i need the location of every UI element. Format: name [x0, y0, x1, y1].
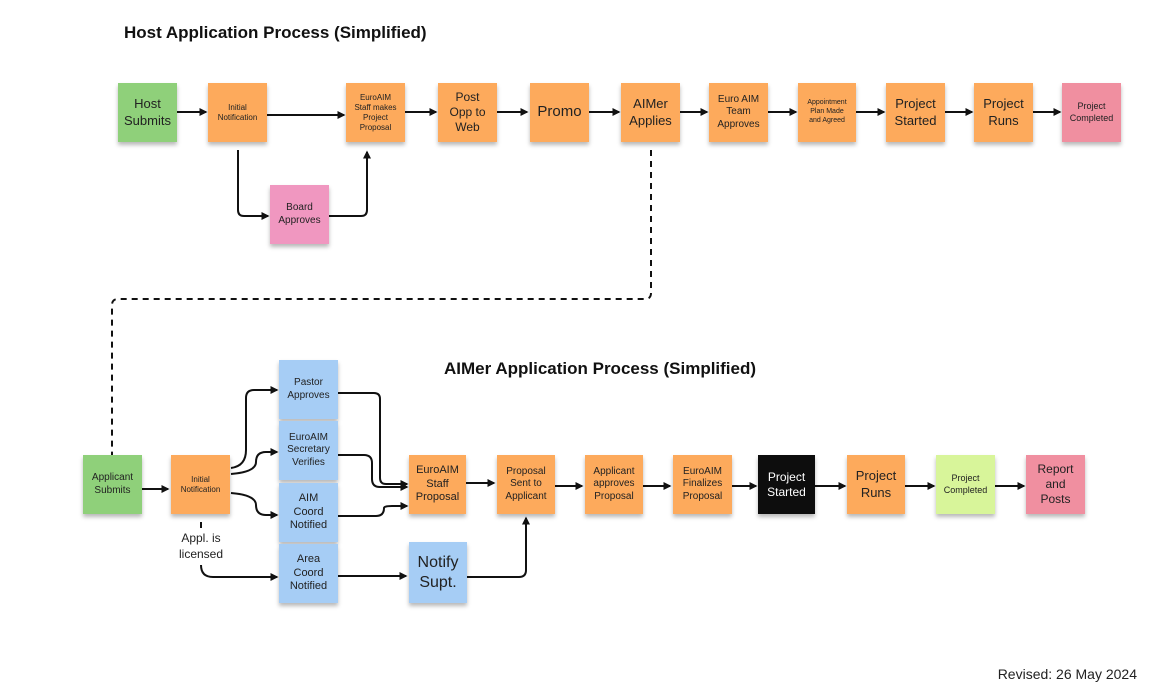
note-promo: Promo — [530, 83, 589, 142]
note-label: EuroAIM Staff Proposal — [415, 463, 460, 504]
appl-licensed-label: Appl. is licensed — [178, 531, 224, 561]
connector — [230, 386, 279, 469]
note-pastor-approves: Pastor Approves — [279, 360, 338, 419]
note-label: Applicant approves Proposal — [593, 465, 635, 502]
note-label: Applicant Submits — [91, 472, 134, 496]
note-label: Promo — [537, 103, 582, 121]
note-label: EuroAIM Staff makes Project Proposal — [354, 92, 397, 132]
dashed-connector — [111, 150, 652, 455]
note-aimer-staff-proposal: EuroAIM Staff Proposal — [409, 455, 466, 514]
note-label: Proposal Sent to Applicant — [505, 465, 547, 502]
note-notify-supt: Notify Supt. — [409, 542, 467, 603]
note-label: EuroAIM Secretary Verifies — [287, 431, 330, 468]
note-label: AIM Coord Notified — [289, 491, 328, 532]
note-board-approves: Board Approves — [270, 185, 329, 244]
note-label: Project Completed — [943, 473, 988, 495]
connector — [329, 150, 371, 217]
note-aimer-project-runs: Project Runs — [847, 455, 905, 514]
note-appointment-plan: Appointment Plan Made and Agreed — [798, 83, 856, 142]
note-label: Project Started — [894, 96, 937, 128]
note-label: Notify Supt. — [417, 553, 459, 591]
note-label: Project Completed — [1069, 101, 1114, 123]
note-area-coord-notified: Area Coord Notified — [279, 544, 338, 603]
note-applicant-approves: Applicant approves Proposal — [585, 455, 643, 514]
note-aimer-project-completed: Project Completed — [936, 455, 995, 514]
connector — [200, 564, 279, 581]
note-initial-notification: Initial Notification — [208, 83, 267, 142]
note-label: Report and Posts — [1037, 462, 1074, 506]
note-post-opp: Post Opp to Web — [438, 83, 497, 142]
note-aim-coord-notified: AIM Coord Notified — [279, 483, 338, 542]
note-label: Initial Notification — [180, 474, 221, 494]
note-label: Board Approves — [278, 202, 321, 226]
note-label: Project Started — [767, 469, 806, 499]
note-host-project-started: Project Started — [886, 83, 945, 142]
note-label: EuroAIM Finalizes Proposal — [682, 465, 723, 502]
aimer-process-title: AIMer Application Process (Simplified) — [444, 359, 757, 378]
note-aimer-applies: AIMer Applies — [621, 83, 680, 142]
note-host-project-completed: Project Completed — [1062, 83, 1121, 142]
revised-date: Revised: 26 May 2024 — [997, 666, 1137, 682]
note-report-posts: Report and Posts — [1026, 455, 1085, 514]
connector — [467, 516, 530, 578]
note-label: Appointment Plan Made and Agreed — [807, 99, 847, 124]
note-label: Project Runs — [983, 96, 1024, 128]
note-applicant-submits: Applicant Submits — [83, 455, 142, 514]
note-host-project-runs: Project Runs — [974, 83, 1033, 142]
note-team-approves: Euro AIM Team Approves — [709, 83, 768, 142]
note-label: Post Opp to Web — [449, 90, 486, 134]
note-label: AIMer Applies — [629, 96, 672, 128]
note-label: Area Coord Notified — [289, 552, 328, 593]
connector — [230, 448, 279, 475]
connector — [338, 454, 409, 491]
connector — [338, 502, 409, 517]
host-process-title: Host Application Process (Simplified) — [124, 23, 427, 42]
note-label: Initial Notification — [217, 102, 258, 122]
note-host-submits: Host Submits — [118, 83, 177, 142]
note-label: Project Runs — [855, 468, 897, 500]
connector — [338, 392, 409, 488]
note-label: Euro AIM Team Approves — [717, 93, 760, 130]
note-proposal-sent: Proposal Sent to Applicant — [497, 455, 555, 514]
note-label: Pastor Approves — [287, 377, 330, 401]
note-secretary-verifies: EuroAIM Secretary Verifies — [279, 421, 338, 480]
note-label: Host Submits — [124, 96, 171, 128]
connector — [230, 492, 279, 519]
note-aimer-project-started: Project Started — [758, 455, 815, 514]
note-finalizes-proposal: EuroAIM Finalizes Proposal — [673, 455, 732, 514]
note-aimer-initial-notification: Initial Notification — [171, 455, 230, 514]
connector — [237, 150, 270, 220]
note-staff-proposal: EuroAIM Staff makes Project Proposal — [346, 83, 405, 142]
